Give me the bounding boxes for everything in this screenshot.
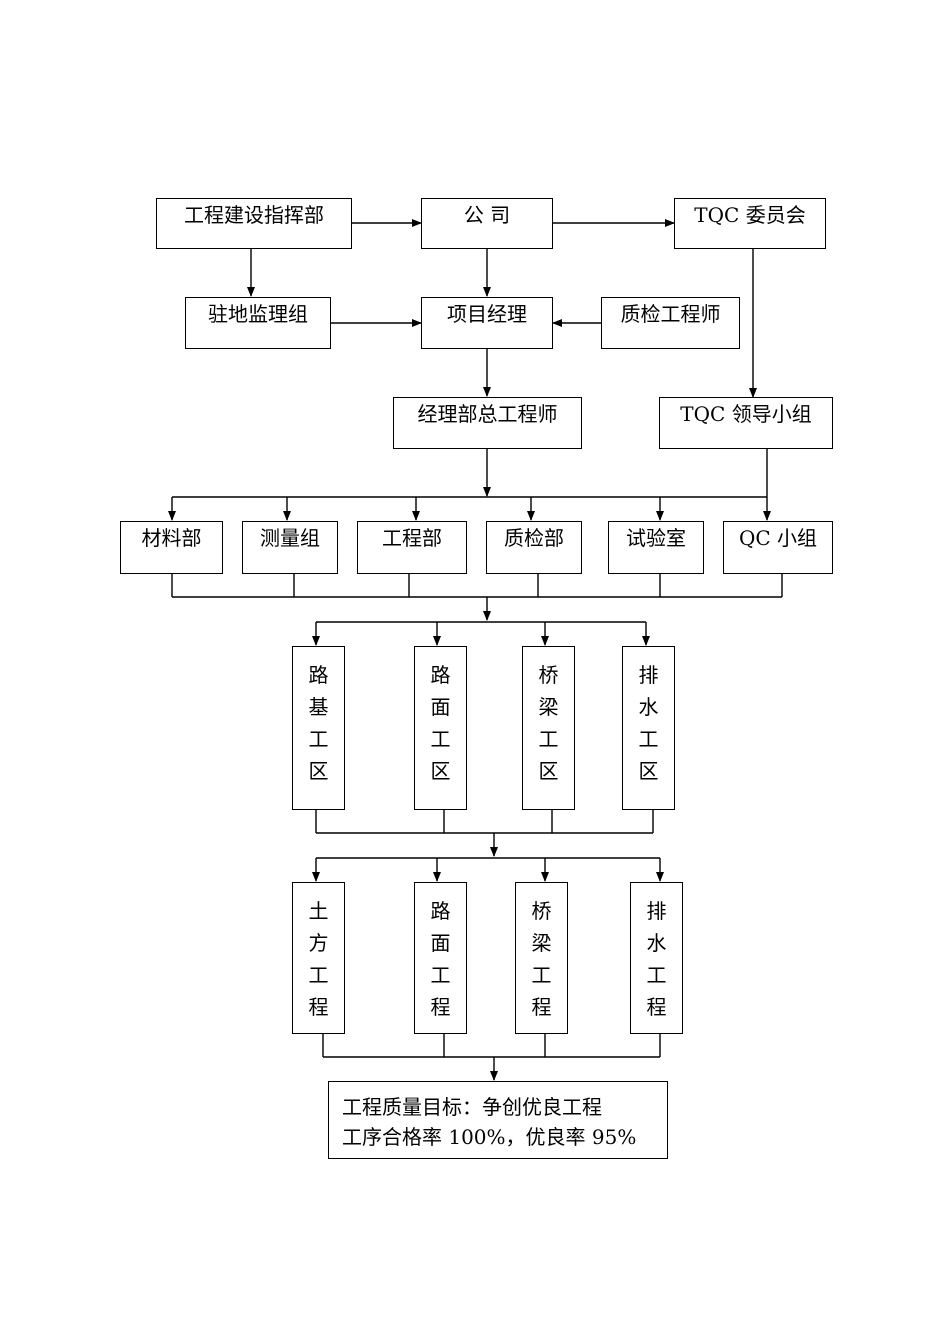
tqc-committee-box: TQC 委员会 bbox=[674, 198, 826, 249]
department-materials: 材料部 bbox=[120, 521, 223, 574]
tqc-leader-label: TQC 领导小组 bbox=[680, 402, 812, 426]
project-manager-box: 项目经理 bbox=[421, 297, 553, 349]
chief-engineer-box: 经理部总工程师 bbox=[393, 397, 582, 449]
supervision-label: 驻地监理组 bbox=[208, 302, 308, 326]
work-area-char: 工 bbox=[538, 727, 559, 751]
works-char: 排 bbox=[646, 899, 667, 923]
command-label: 工程建设指挥部 bbox=[184, 203, 324, 227]
department-label: 测量组 bbox=[260, 526, 320, 550]
qc-engineer-box: 质检工程师 bbox=[601, 297, 740, 349]
department-quality: 质检部 bbox=[486, 521, 582, 574]
work-area-char: 区 bbox=[430, 759, 451, 783]
work-area-char: 水 bbox=[638, 695, 659, 719]
works-bridge: 桥 梁 工 程 bbox=[515, 882, 568, 1034]
work-area-char: 工 bbox=[308, 727, 329, 751]
department-engineering: 工程部 bbox=[357, 521, 467, 574]
works-char: 程 bbox=[308, 995, 329, 1019]
department-lab: 试验室 bbox=[608, 521, 704, 574]
works-drainage: 排 水 工 程 bbox=[630, 882, 683, 1034]
company-box: 公 司 bbox=[421, 198, 553, 249]
department-label: 工程部 bbox=[382, 526, 442, 550]
works-char: 桥 bbox=[531, 899, 552, 923]
work-area-char: 路 bbox=[308, 663, 329, 687]
work-area-char: 工 bbox=[430, 727, 451, 751]
work-area-drainage: 排 水 工 区 bbox=[622, 646, 675, 810]
works-char: 程 bbox=[531, 995, 552, 1019]
work-area-char: 区 bbox=[538, 759, 559, 783]
work-area-char: 路 bbox=[430, 663, 451, 687]
department-label: QC 小组 bbox=[738, 526, 818, 550]
command-box: 工程建设指挥部 bbox=[156, 198, 352, 249]
tqc-leader-box: TQC 领导小组 bbox=[659, 397, 833, 449]
work-area-pavement: 路 面 工 区 bbox=[414, 646, 467, 810]
qc-engineer-label: 质检工程师 bbox=[620, 302, 721, 326]
work-area-char: 区 bbox=[638, 759, 659, 783]
department-label: 质检部 bbox=[504, 526, 564, 550]
works-char: 梁 bbox=[531, 931, 552, 955]
quality-goal-line1: 工程质量目标：争创优良工程 bbox=[342, 1095, 602, 1119]
works-char: 工 bbox=[430, 963, 451, 987]
department-qc-group: QC 小组 bbox=[723, 521, 833, 574]
works-char: 工 bbox=[531, 963, 552, 987]
project-manager-label: 项目经理 bbox=[447, 302, 527, 326]
works-char: 工 bbox=[308, 963, 329, 987]
chief-engineer-label: 经理部总工程师 bbox=[417, 402, 558, 426]
works-pavement: 路 面 工 程 bbox=[414, 882, 467, 1034]
works-char: 路 bbox=[430, 899, 451, 923]
works-char: 工 bbox=[646, 963, 667, 987]
works-char: 程 bbox=[646, 995, 667, 1019]
department-label: 材料部 bbox=[141, 526, 202, 550]
works-char: 土 bbox=[308, 899, 329, 923]
department-survey: 测量组 bbox=[242, 521, 338, 574]
work-area-char: 排 bbox=[638, 663, 659, 687]
work-area-roadbed: 路 基 工 区 bbox=[292, 646, 345, 810]
work-area-bridge: 桥 梁 工 区 bbox=[522, 646, 575, 810]
work-area-char: 基 bbox=[308, 695, 329, 719]
works-char: 面 bbox=[430, 931, 451, 955]
work-area-char: 桥 bbox=[538, 663, 559, 687]
works-char: 水 bbox=[646, 931, 667, 955]
quality-goal-box: 工程质量目标：争创优良工程 工序合格率 100%，优良率 95% bbox=[328, 1081, 668, 1159]
work-area-char: 区 bbox=[308, 759, 329, 783]
work-area-char: 工 bbox=[638, 727, 659, 751]
quality-goal-line2: 工序合格率 100%，优良率 95% bbox=[342, 1125, 637, 1149]
works-char: 程 bbox=[430, 995, 451, 1019]
works-earthwork: 土 方 工 程 bbox=[292, 882, 345, 1034]
works-char: 方 bbox=[308, 931, 329, 955]
supervision-box: 驻地监理组 bbox=[185, 297, 331, 349]
tqc-committee-label: TQC 委员会 bbox=[694, 203, 806, 227]
department-label: 试验室 bbox=[626, 526, 686, 550]
work-area-char: 面 bbox=[430, 695, 451, 719]
work-area-char: 梁 bbox=[538, 695, 559, 719]
company-label: 公 司 bbox=[463, 203, 511, 227]
